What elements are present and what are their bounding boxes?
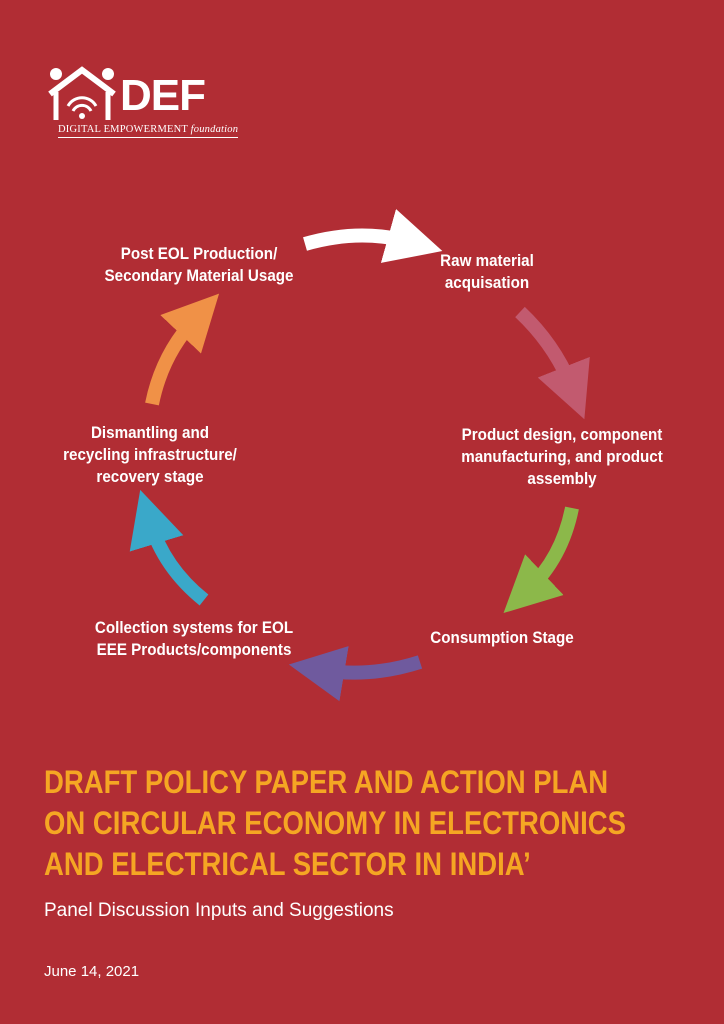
title-line-3: AND ELECTRICAL SECTOR IN INDIA’ — [44, 846, 531, 882]
stage-consumption: Consumption Stage — [430, 629, 574, 647]
logo-subtitle-italic: foundation — [190, 124, 239, 135]
document-title: DRAFT POLICY PAPER AND ACTION PLAN ON CI… — [44, 762, 698, 885]
stage-collection-systems: Collection systems for EOL EEE Products/… — [94, 619, 294, 659]
logo-wordmark: DEF — [120, 71, 206, 120]
arrow-to-post-eol — [145, 293, 220, 406]
title-line-2: ON CIRCULAR ECONOMY IN ELECTRONICS — [44, 805, 627, 841]
arrow-to-consumption — [503, 506, 579, 614]
house-people-wifi-icon — [48, 66, 116, 120]
stage-product-design: Product design, component manufacturing,… — [461, 426, 663, 488]
document-subtitle: Panel Discussion Inputs and Suggestions — [44, 900, 394, 921]
document-date: June 14, 2021 — [44, 963, 140, 980]
arrow-to-dismantling — [129, 489, 209, 606]
logo-subtitle-main: DIGITAL EMPOWERMENT — [58, 124, 188, 135]
stage-dismantling-recycling: Dismantling and recycling infrastructure… — [63, 424, 237, 486]
arrow-to-raw-material — [303, 209, 443, 263]
arrow-to-collection — [288, 646, 423, 702]
logo-subtitle: DIGITAL EMPOWERMENT foundation — [58, 124, 239, 138]
stage-post-eol-production: Post EOL Production/ Secondary Material … — [104, 245, 294, 285]
cycle-diagram — [129, 209, 590, 702]
title-line-1: DRAFT POLICY PAPER AND ACTION PLAN — [44, 764, 609, 800]
stage-raw-material: Raw material acquisation — [440, 252, 534, 292]
def-logo: DEF DIGITAL EMPOWERMENT foundation — [42, 64, 239, 144]
arrow-to-product-design — [515, 306, 590, 420]
